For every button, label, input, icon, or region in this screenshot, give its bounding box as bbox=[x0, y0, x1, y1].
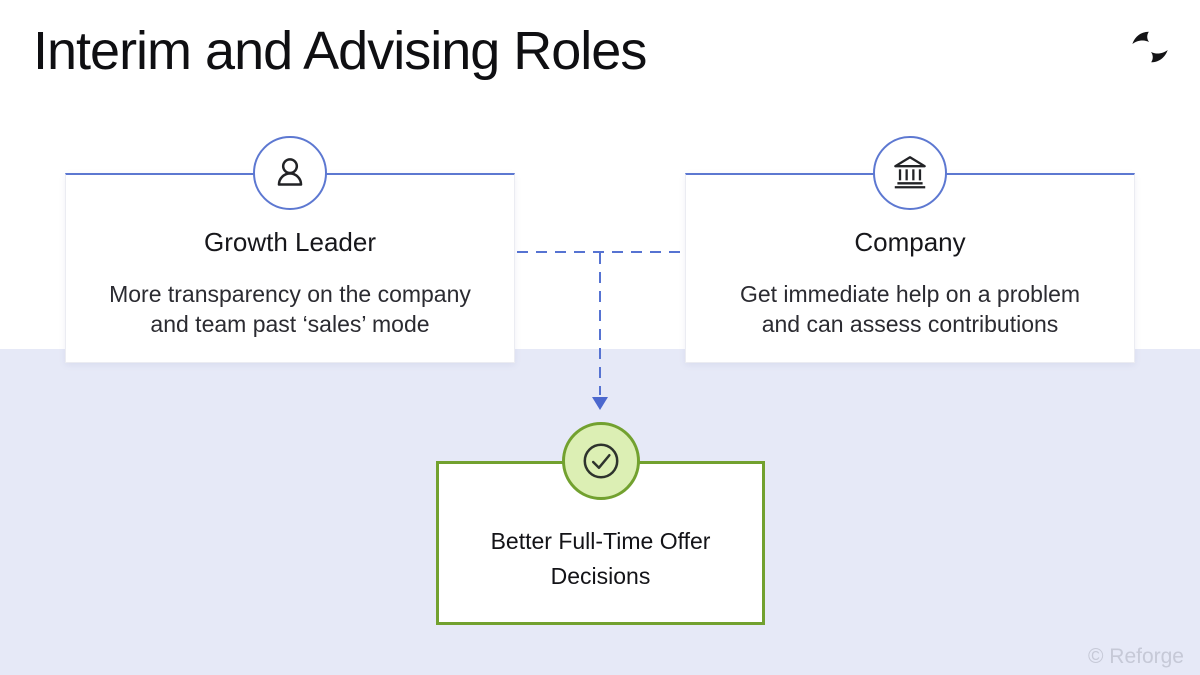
card-description-growth-leader: More transparency on the company and tea… bbox=[109, 281, 471, 337]
slide-title: Interim and Advising Roles bbox=[33, 21, 647, 81]
card-title-outcome: Better Full-Time Offer Decisions bbox=[490, 528, 711, 589]
person-icon bbox=[253, 136, 327, 210]
card-title-company: Company bbox=[854, 227, 966, 257]
card-outcome: Better Full-Time Offer Decisions bbox=[436, 422, 765, 625]
copyright-watermark: © Reforge bbox=[1087, 645, 1184, 668]
card-description-company: Get immediate help on a problem and can … bbox=[739, 281, 1081, 337]
card-title-growth-leader: Growth Leader bbox=[204, 227, 376, 257]
card-company: Company Get immediate help on a problem … bbox=[685, 136, 1135, 363]
card-growth-leader: Growth Leader More transparency on the c… bbox=[65, 136, 515, 363]
reforge-logo-icon bbox=[1130, 30, 1170, 64]
bank-icon bbox=[873, 136, 947, 210]
check-circle-icon bbox=[561, 422, 640, 500]
